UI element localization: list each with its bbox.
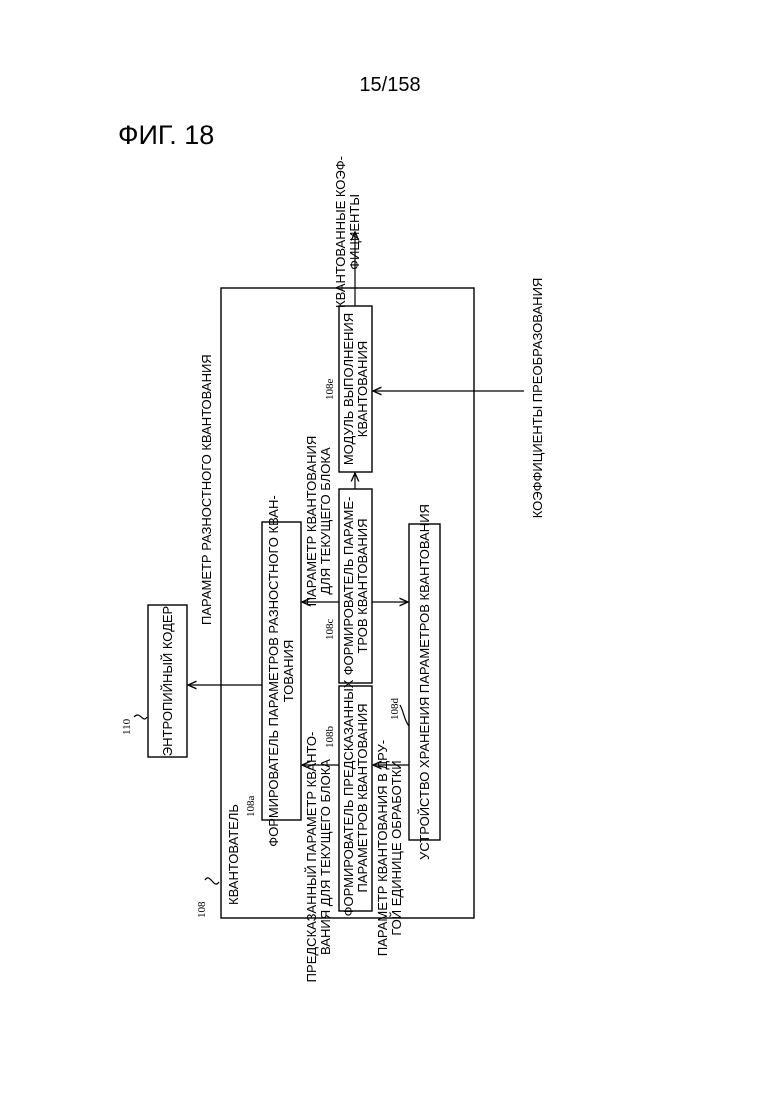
diff-former-label-line2: ТОВАНИЯ (281, 640, 296, 703)
leader-108d (400, 705, 409, 726)
param-former-label-line2: ТРОВ КВАНТОВАНИЯ (355, 518, 370, 653)
signal-quantized-coeffs-line1: КВАНТОВАННЫЕ КОЭФ- (333, 156, 348, 308)
ref-110: 110 (121, 718, 133, 735)
leader-110 (134, 715, 147, 719)
signal-predicted-param-line2: ВАНИЯ ДЛЯ ТЕКУЩЕГО БЛОКА (318, 759, 333, 955)
ref-108e: 108e (324, 379, 336, 401)
signal-current-param-line1: ПАРАМЕТР КВАНТОВАНИЯ (304, 436, 319, 607)
ref-108d: 108d (389, 698, 401, 721)
pred-former-label-line1: ФОРМИРОВАТЕЛЬ ПРЕДСКАЗАННЫХ (341, 679, 356, 916)
exec-module-label-line2: КВАНТОВАНИЯ (355, 341, 370, 437)
diff-former-label-line1: ФОРМИРОВАТЕЛЬ ПАРАМЕТРОВ РАЗНОСТНОГО КВА… (266, 495, 281, 846)
leader-108 (205, 878, 219, 884)
ref-108b: 108b (324, 726, 336, 749)
ref-108c: 108c (324, 619, 336, 641)
signal-other-unit-param-line2: ГОЙ ЕДИНИЦЕ ОБРАБОТКИ (389, 760, 404, 935)
entropy-coder-label: ЭНТРОПИЙНЫЙ КОДЕР (160, 606, 175, 756)
param-former-label-line1: ФОРМИРОВАТЕЛЬ ПАРАМЕ- (341, 497, 356, 676)
signal-current-param-line2: ДЛЯ ТЕКУЩЕГО БЛОКА (318, 447, 333, 595)
signal-transform-coeffs: КОЭФФИЦИЕНТЫ ПРЕОБРАЗОВАНИЯ (530, 278, 545, 519)
signal-quantized-coeffs-line2: ФИЦИЕНТЫ (347, 194, 362, 270)
ref-108: 108 (196, 901, 208, 918)
signal-other-unit-param-line1: ПАРАМЕТР КВАНТОВАНИЯ В ДРУ- (375, 740, 390, 956)
signal-predicted-param-line1: ПРЕДСКАЗАННЫЙ ПАРАМЕТР КВАНТО- (304, 732, 319, 983)
quantizer-label: КВАНТОВАТЕЛЬ (226, 804, 241, 905)
exec-module-label-line1: МОДУЛЬ ВЫПОЛНЕНИЯ (341, 313, 356, 465)
pred-former-label-line2: ПАРАМЕТРОВ КВАНТОВАНИЯ (355, 703, 370, 892)
storage-label: УСТРОЙСТВО ХРАНЕНИЯ ПАРАМЕТРОВ КВАНТОВАН… (417, 504, 432, 860)
ref-108a: 108a (245, 796, 257, 818)
signal-diff-param: ПАРАМЕТР РАЗНОСТНОГО КВАНТОВАНИЯ (199, 354, 214, 625)
